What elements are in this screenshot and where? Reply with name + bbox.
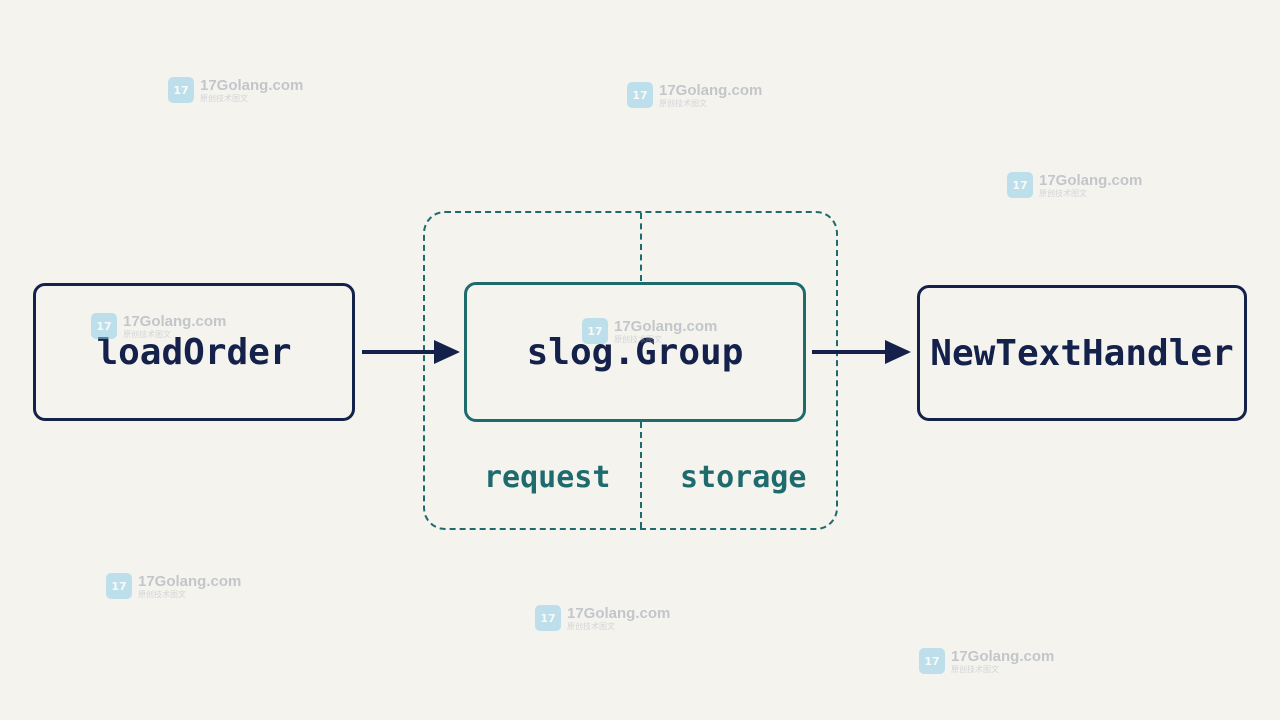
site-logo-icon: 17 [627,82,653,108]
site-logo-icon: 17 [919,648,945,674]
site-logo-icon: 17 [91,313,117,339]
node-new-text-handler: NewTextHandler [917,285,1247,421]
site-logo-icon: 17 [1007,172,1033,198]
site-logo-icon: 17 [535,605,561,631]
arrow-group-to-handler [812,340,911,364]
node-load-order-label: loadOrder [96,331,292,373]
arrow-load-to-group [362,340,460,364]
group-attr-request: request [484,460,611,495]
node-slog-group: slog.Group [464,282,806,422]
node-slog-group-label: slog.Group [526,331,744,373]
node-load-order: loadOrder [33,283,355,421]
group-divider-bottom [640,422,642,528]
site-logo-icon: 17 [582,318,608,344]
site-logo-icon: 17 [168,77,194,103]
group-attr-storage: storage [680,460,807,495]
group-dashed-frame [423,211,838,530]
node-new-text-handler-label: NewTextHandler [930,332,1234,374]
site-logo-icon: 17 [106,573,132,599]
group-divider-top [640,213,642,281]
